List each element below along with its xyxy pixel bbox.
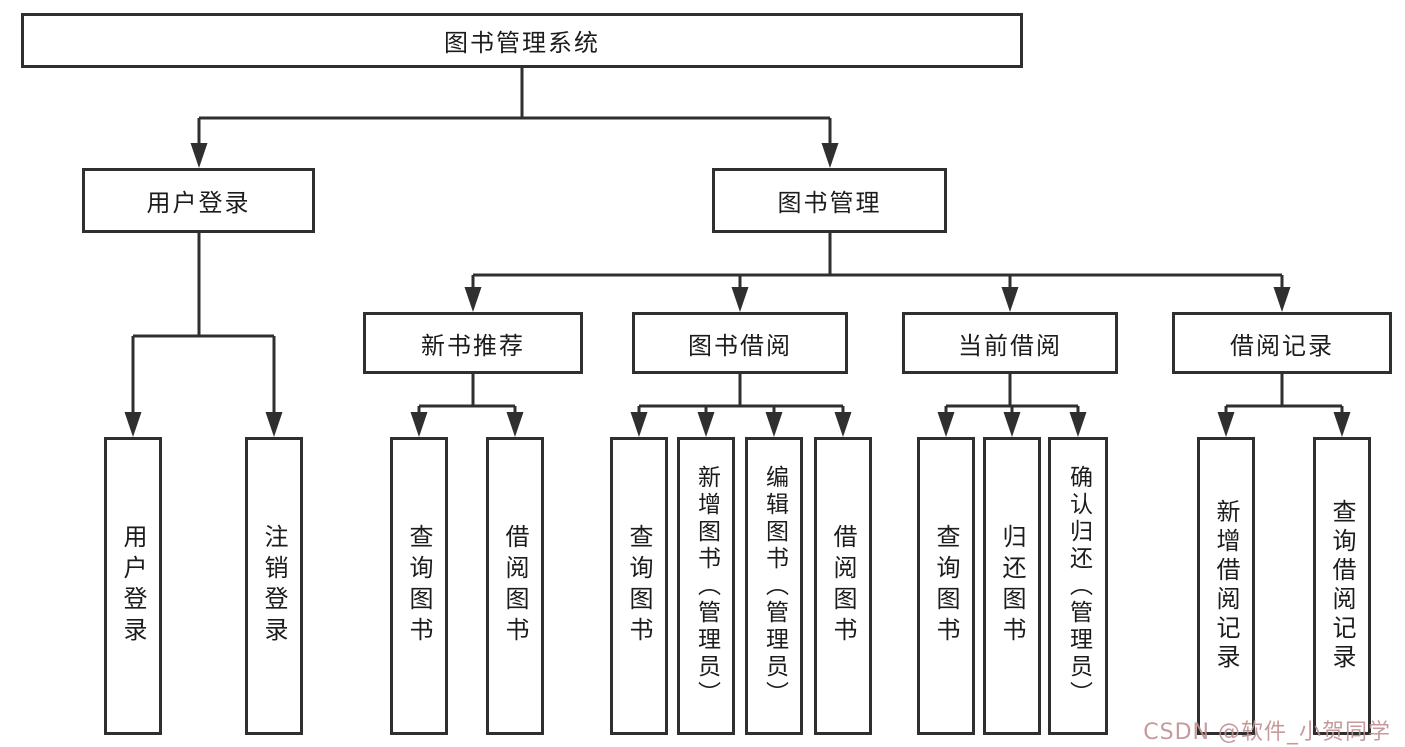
node-book-borrow-label: 图书借阅 (688, 331, 792, 360)
leaf-edit-book-admin-label: 编辑图书（管理员） (761, 464, 788, 708)
node-new-book-recommend-label: 新书推荐 (421, 331, 525, 360)
leaf-query-book-borrow: 查询图书 (610, 437, 668, 735)
node-book-borrow: 图书借阅 (632, 312, 848, 374)
leaf-add-borrow-record-label: 新增借阅记录 (1212, 499, 1240, 673)
node-user-login: 用户登录 (82, 168, 315, 233)
node-borrow-records: 借阅记录 (1172, 312, 1392, 374)
node-book-management: 图书管理 (712, 168, 947, 233)
leaf-user-login-label: 用户登录 (119, 524, 147, 648)
leaf-borrow-book-label: 借阅图书 (829, 524, 857, 648)
leaf-query-borrow-record-label: 查询借阅记录 (1328, 499, 1356, 673)
leaf-borrow-book-recommend: 借阅图书 (486, 437, 544, 735)
leaf-logout-label: 注销登录 (260, 524, 288, 648)
leaf-add-book-admin: 新增图书（管理员） (677, 437, 735, 735)
leaf-edit-book-admin: 编辑图书（管理员） (745, 437, 803, 735)
leaf-query-book-current-label: 查询图书 (932, 524, 960, 648)
leaf-query-book-current: 查询图书 (917, 437, 975, 735)
leaf-add-book-admin-label: 新增图书（管理员） (693, 464, 720, 708)
node-book-management-label: 图书管理 (777, 189, 882, 217)
node-root-label: 图书管理系统 (444, 29, 600, 57)
leaf-add-borrow-record: 新增借阅记录 (1197, 437, 1255, 735)
leaf-query-book-recommend-label: 查询图书 (405, 524, 433, 648)
leaf-confirm-return-admin: 确认归还（管理员） (1048, 437, 1108, 735)
node-current-borrow: 当前借阅 (902, 312, 1118, 374)
node-root: 图书管理系统 (21, 13, 1023, 68)
node-new-book-recommend: 新书推荐 (363, 312, 583, 374)
leaf-query-book-recommend: 查询图书 (390, 437, 448, 735)
node-user-login-label: 用户登录 (146, 189, 251, 217)
node-current-borrow-label: 当前借阅 (958, 331, 1062, 360)
leaf-borrow-book: 借阅图书 (814, 437, 872, 735)
leaf-confirm-return-admin-label: 确认归还（管理员） (1065, 464, 1092, 708)
node-borrow-records-label: 借阅记录 (1230, 331, 1334, 360)
leaf-query-book-borrow-label: 查询图书 (625, 524, 653, 648)
leaf-return-book-label: 归还图书 (998, 524, 1026, 648)
leaf-return-book: 归还图书 (983, 437, 1041, 735)
leaf-logout: 注销登录 (245, 437, 303, 735)
leaf-borrow-book-recommend-label: 借阅图书 (501, 524, 529, 648)
csdn-watermark: CSDN @软件_小贺同学 (1143, 720, 1391, 745)
leaf-query-borrow-record: 查询借阅记录 (1313, 437, 1371, 735)
leaf-user-login: 用户登录 (104, 437, 162, 735)
